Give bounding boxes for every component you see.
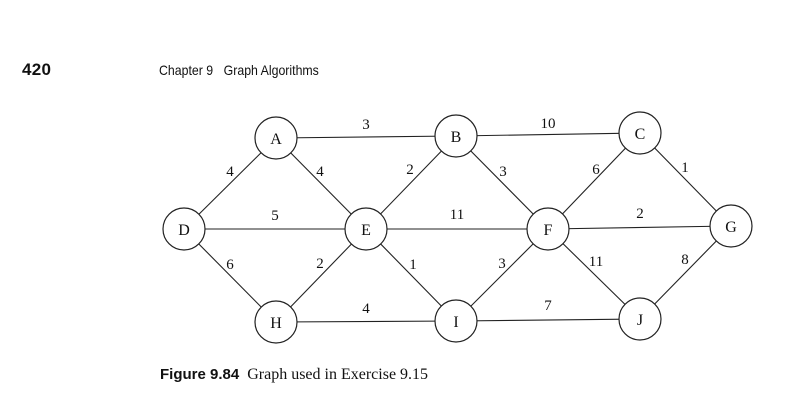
node-circle-i [434,299,478,343]
node-label-i: I [453,314,458,331]
figure-caption-text: Graph used in Exercise 9.15 [247,366,429,383]
edge-weight-b-e: 2 [406,162,414,178]
edge-f-i [455,228,549,322]
edge-f-g [547,225,732,230]
edge-layer [183,132,732,323]
node-a: A [254,116,298,160]
node-label-a: A [270,131,282,148]
node-circle-f [526,207,570,251]
node-h: H [254,300,298,344]
edge-i-j [455,318,641,322]
node-label-b: B [451,129,462,146]
edge-weight-f-j: 11 [589,254,603,270]
chapter-number: Chapter 9 [159,62,214,78]
node-c: C [618,111,662,155]
node-label-e: E [361,222,371,239]
figure-caption: Figure 9.84 Graph used in Exercise 9.15 [160,366,428,384]
edge-weight-layer: 3 10 4 4 2 3 6 1 5 11 2 6 2 1 3 11 8 4 7 [226,116,689,317]
node-g: G [709,204,753,248]
node-e: E [344,207,388,251]
edge-weight-f-g: 2 [636,206,644,222]
edge-c-f [547,132,641,230]
node-circle-h [254,300,298,344]
edge-b-f [455,135,549,230]
edge-weight-i-j: 7 [544,298,552,314]
node-label-h: H [270,315,282,332]
edge-weight-b-f: 3 [499,164,507,180]
edge-weight-b-c: 10 [541,116,556,132]
node-d: D [162,207,206,251]
edge-weight-g-j: 8 [681,252,689,268]
edge-weight-c-g: 1 [681,160,689,176]
node-circle-g [709,204,753,248]
node-i: I [434,299,478,343]
chapter-title: Graph Algorithms [223,62,319,78]
node-circle-b [434,114,478,158]
node-j: J [618,297,662,341]
node-label-g: G [725,219,737,236]
node-circle-e [344,207,388,251]
node-label-j: J [637,312,643,329]
edge-weight-e-f: 11 [450,207,464,223]
edge-g-j [639,225,732,320]
node-f: F [526,207,570,251]
edge-a-b [275,135,457,139]
edge-weight-h-i: 4 [362,301,370,317]
edge-weight-e-i: 1 [409,257,417,273]
edge-weight-a-b: 3 [362,117,370,133]
node-label-d: D [178,222,190,239]
node-b: B [434,114,478,158]
edge-weight-c-f: 6 [592,162,600,178]
figure-label: Figure 9.84 [160,366,240,383]
node-layer: A B C D E F G H I J [162,111,753,344]
edge-weight-a-e: 4 [316,164,324,180]
node-label-c: C [635,126,646,143]
edge-h-i [275,320,457,323]
edge-d-h [183,228,277,323]
edge-c-g [639,132,732,227]
node-circle-j [618,297,662,341]
edge-b-c [455,132,641,137]
page-number: 420 [22,60,52,79]
running-head: Chapter 9 Graph Algorithms [159,62,319,78]
node-circle-a [254,116,298,160]
edge-weight-f-i: 3 [498,256,506,272]
edge-weight-e-h: 2 [316,256,324,272]
edge-weight-d-h: 6 [226,257,234,273]
edge-weight-a-d: 4 [226,164,234,180]
node-circle-d [162,207,206,251]
node-label-f: F [544,222,553,239]
node-circle-c [618,111,662,155]
edge-weight-d-e: 5 [271,208,279,224]
